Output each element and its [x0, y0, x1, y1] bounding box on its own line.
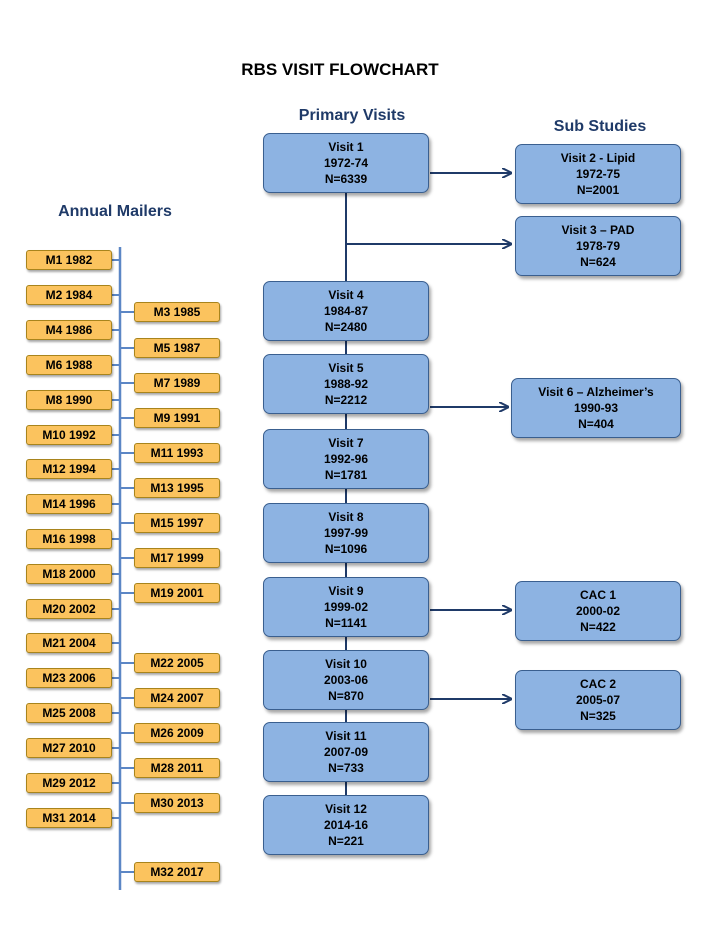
- mailer-box: M11 1993: [134, 443, 220, 463]
- sub-study-pad: Visit 3 – PAD 1978-79 N=624: [515, 216, 681, 276]
- mailer-box: M22 2005: [134, 653, 220, 673]
- visit-name: Visit 12: [325, 802, 367, 816]
- visit-n: N=1781: [324, 468, 368, 482]
- visit-n: N=6339: [324, 172, 368, 186]
- mailer-box: M29 2012: [26, 773, 112, 793]
- substudy-n: N=624: [580, 255, 616, 269]
- visit-years: 1992-96: [323, 452, 369, 466]
- mailer-box: M27 2010: [26, 738, 112, 758]
- visit-n: N=1141: [325, 616, 367, 630]
- mailer-box: M12 1994: [26, 459, 112, 479]
- mailer-box: M18 2000: [26, 564, 112, 584]
- substudy-n: N=422: [580, 620, 616, 634]
- mailer-box: M8 1990: [26, 390, 112, 410]
- mailer-box: M15 1997: [134, 513, 220, 533]
- mailer-box: M14 1996: [26, 494, 112, 514]
- mailer-box: M4 1986: [26, 320, 112, 340]
- visit-n: N=870: [328, 689, 364, 703]
- primary-visit-7: Visit 7 1992-96 N=1781: [263, 429, 429, 489]
- visit-years: 1999-02: [323, 600, 369, 614]
- primary-visit-9: Visit 9 1999-02 N=1141: [263, 577, 429, 637]
- sub-study-alzheimers: Visit 6 – Alzheimer’s 1990-93 N=404: [511, 378, 681, 438]
- mailer-box: M5 1987: [134, 338, 220, 358]
- substudy-name: Visit 6 – Alzheimer’s: [538, 385, 654, 399]
- annual-mailers-heading: Annual Mailers: [58, 203, 172, 220]
- mailer-box: M24 2007: [134, 688, 220, 708]
- mailer-box: M1 1982: [26, 250, 112, 270]
- substudy-name: CAC 2: [579, 677, 616, 691]
- mailer-box: M20 2002: [26, 599, 112, 619]
- mailer-box: M30 2013: [134, 793, 220, 813]
- mailer-box: M17 1999: [134, 548, 220, 568]
- mailer-box: M32 2017: [134, 862, 220, 882]
- mailer-box: M13 1995: [134, 478, 220, 498]
- visit-n: N=221: [328, 834, 364, 848]
- substudy-years: 1972-75: [575, 167, 621, 181]
- substudy-n: N=325: [580, 709, 616, 723]
- primary-visit-5: Visit 5 1988-92 N=2212: [263, 354, 429, 414]
- substudy-name: Visit 3 – PAD: [561, 223, 635, 237]
- substudy-name: Visit 2 - Lipid: [560, 151, 636, 165]
- primary-visit-8: Visit 8 1997-99 N=1096: [263, 503, 429, 563]
- mailer-box: M28 2011: [134, 758, 220, 778]
- chart-title: RBS VISIT FLOWCHART: [241, 60, 439, 79]
- mailer-box: M6 1988: [26, 355, 112, 375]
- mailer-box: M3 1985: [134, 302, 220, 322]
- substudy-years: 1978-79: [575, 239, 621, 253]
- primary-visit-11: Visit 11 2007-09 N=733: [263, 722, 429, 782]
- mailer-box: M16 1998: [26, 529, 112, 549]
- visit-years: 1997-99: [323, 526, 369, 540]
- mailer-box: M31 2014: [26, 808, 112, 828]
- visit-name: Visit 8: [328, 510, 364, 524]
- mailer-ticks: [112, 259, 134, 873]
- primary-visit-4: Visit 4 1984-87 N=2480: [263, 281, 429, 341]
- visit-n: N=2212: [324, 393, 368, 407]
- visit-n: N=2480: [324, 320, 368, 334]
- sub-study-lipid: Visit 2 - Lipid 1972-75 N=2001: [515, 144, 681, 204]
- visit-years: 1988-92: [323, 377, 369, 391]
- primary-visits-heading: Primary Visits: [298, 107, 406, 124]
- visit-n: N=733: [328, 761, 364, 775]
- substudy-n: N=2001: [576, 183, 620, 197]
- substudy-years: 2005-07: [575, 693, 621, 707]
- visit-years: 2003-06: [323, 673, 369, 687]
- visit-years: 2014-16: [323, 818, 369, 832]
- visit-years: 1972-74: [323, 156, 369, 170]
- visit-name: Visit 5: [328, 361, 364, 375]
- mailer-box: M9 1991: [134, 408, 220, 428]
- visit-n: N=1096: [324, 542, 368, 556]
- primary-visit-1: Visit 1 1972-74 N=6339: [263, 133, 429, 193]
- sub-study-cac1: CAC 1 2000-02 N=422: [515, 581, 681, 641]
- visit-name: Visit 10: [325, 657, 367, 671]
- mailer-box: M2 1984: [26, 285, 112, 305]
- visit-name: Visit 4: [328, 288, 364, 302]
- mailer-box: M25 2008: [26, 703, 112, 723]
- mailer-box: M7 1989: [134, 373, 220, 393]
- visit-years: 2007-09: [323, 745, 369, 759]
- mailer-box: M21 2004: [26, 633, 112, 653]
- mailer-box: M19 2001: [134, 583, 220, 603]
- substudy-n: N=404: [578, 417, 614, 431]
- mailer-box: M10 1992: [26, 425, 112, 445]
- visit-name: Visit 9: [328, 584, 364, 598]
- primary-visit-10: Visit 10 2003-06 N=870: [263, 650, 429, 710]
- mailer-box: M26 2009: [134, 723, 220, 743]
- visit-name: Visit 7: [328, 436, 364, 450]
- primary-visit-12: Visit 12 2014-16 N=221: [263, 795, 429, 855]
- substudy-years: 1990-93: [573, 401, 619, 415]
- visit-years: 1984-87: [323, 304, 369, 318]
- visit-name: Visit 1: [328, 140, 364, 154]
- sub-studies-heading: Sub Studies: [553, 118, 647, 135]
- visit-name: Visit 11: [325, 729, 367, 743]
- mailer-box: M23 2006: [26, 668, 112, 688]
- substudy-years: 2000-02: [575, 604, 621, 618]
- sub-study-cac2: CAC 2 2005-07 N=325: [515, 670, 681, 730]
- substudy-name: CAC 1: [579, 588, 616, 602]
